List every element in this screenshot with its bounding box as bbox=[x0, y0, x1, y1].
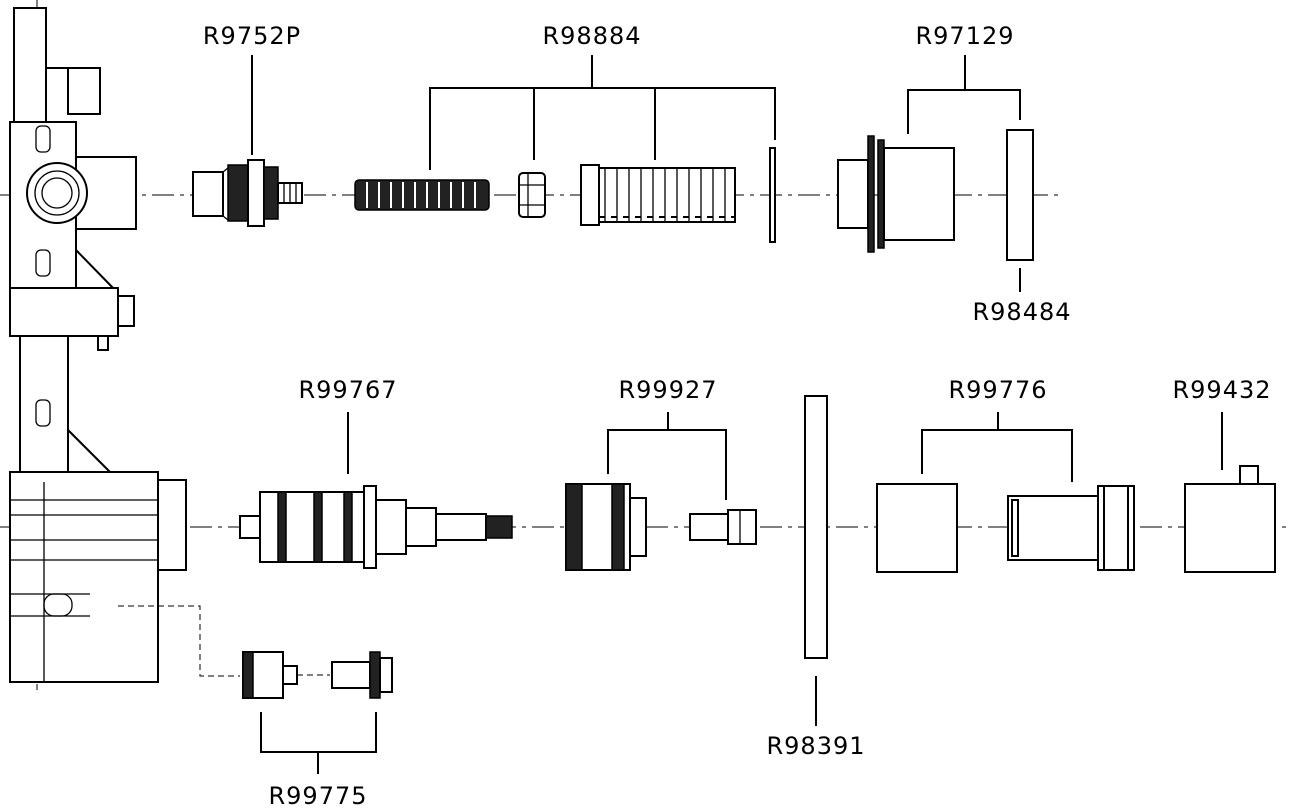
valve-body bbox=[9, 7, 187, 683]
part-r99927 bbox=[565, 483, 757, 571]
part-r99432 bbox=[1184, 465, 1276, 573]
part-r99767 bbox=[239, 485, 513, 569]
label-r99767: R99767 bbox=[298, 376, 397, 404]
label-r99776: R99776 bbox=[948, 376, 1047, 404]
diverter-route-line bbox=[118, 605, 240, 677]
label-r99432: R99432 bbox=[1172, 376, 1271, 404]
label-r99927: R99927 bbox=[618, 376, 717, 404]
part-r98391 bbox=[804, 395, 828, 659]
leader-lines bbox=[251, 55, 1223, 774]
label-r97129: R97129 bbox=[915, 22, 1014, 50]
part-r9752p bbox=[192, 159, 303, 227]
part-r98484 bbox=[1006, 129, 1034, 261]
label-r98484: R98484 bbox=[972, 298, 1071, 326]
label-r99775: R99775 bbox=[268, 782, 367, 810]
part-r97129 bbox=[837, 135, 955, 253]
label-r98884: R98884 bbox=[542, 22, 641, 50]
label-r98391: R98391 bbox=[766, 732, 865, 760]
part-r98884 bbox=[354, 147, 776, 243]
part-r99775 bbox=[242, 651, 393, 699]
part-r99776 bbox=[876, 483, 1135, 573]
label-r9752p: R9752P bbox=[203, 22, 301, 50]
